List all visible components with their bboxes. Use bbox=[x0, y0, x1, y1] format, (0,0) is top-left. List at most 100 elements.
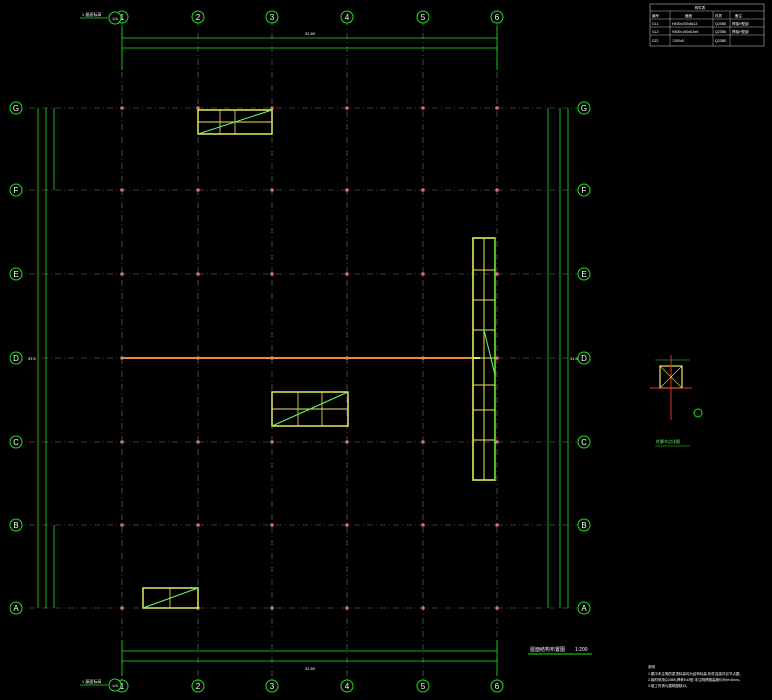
top-corner-ref: 1/A bbox=[112, 16, 118, 21]
legend-col-0: 编号 bbox=[652, 13, 660, 18]
axis-bubble-bottom-6-circle bbox=[490, 679, 504, 693]
grid-node bbox=[120, 523, 124, 527]
axis-bubble-right-E-label: E bbox=[581, 270, 586, 279]
legend-r0-c2: Q235B bbox=[715, 22, 727, 26]
axis-bubble-right-F-circle bbox=[577, 183, 591, 197]
axis-bubble-right-F-label: F bbox=[582, 186, 587, 195]
dim-total-top: 32.80 bbox=[305, 31, 316, 36]
grid-node bbox=[270, 272, 274, 276]
axis-bubble-top-6-label: 6 bbox=[495, 13, 500, 22]
notes-heading: 说明 bbox=[648, 664, 656, 669]
axis-bubble-right-C: C bbox=[577, 435, 591, 449]
dimension-frames bbox=[37, 26, 569, 676]
axis-bubble-left-E: E bbox=[9, 267, 23, 281]
bottom-corner-ref: 1/A bbox=[112, 683, 118, 688]
axis-bubble-right-E-circle bbox=[577, 267, 591, 281]
axis-bubble-right-B-label: B bbox=[581, 521, 586, 530]
axis-bubble-right-A: A bbox=[577, 601, 591, 615]
grid-node bbox=[345, 272, 349, 276]
grid-node bbox=[495, 188, 499, 192]
grid-node bbox=[270, 606, 274, 610]
axis-bubble-left-A-label: A bbox=[13, 604, 19, 613]
axis-bubble-top-4: 4 bbox=[340, 10, 354, 24]
grid-node bbox=[345, 606, 349, 610]
legend-r0-c0: GL1 bbox=[652, 22, 659, 26]
bottom-opening-box bbox=[142, 587, 199, 609]
grid-node bbox=[421, 440, 425, 444]
grid-node bbox=[270, 440, 274, 444]
axis-bubble-left-C-circle bbox=[9, 435, 23, 449]
dim-total-left: 31.5 bbox=[28, 356, 37, 361]
axis-bubble-top-3: 3 bbox=[265, 10, 279, 24]
legend-r0-c3: 焊接H型钢 bbox=[732, 21, 749, 26]
axis-bubble-right-G-circle bbox=[577, 101, 591, 115]
grid-node bbox=[421, 606, 425, 610]
axis-bubble-right-A-circle bbox=[577, 601, 591, 615]
axis-bubble-left-B: B bbox=[9, 518, 23, 532]
axis-bubble-right-G-label: G bbox=[581, 104, 587, 113]
grid-node bbox=[495, 106, 499, 110]
column-foot-detail: 柱脚节点详图 bbox=[650, 355, 703, 447]
axis-bubble-top-2-label: 2 bbox=[196, 13, 201, 22]
axis-bubble-left-E-circle bbox=[9, 267, 23, 281]
axis-bubble-left-D: D bbox=[9, 351, 23, 365]
axis-bubble-right-G: G bbox=[577, 101, 591, 115]
bottom-left-ref: 1 屋面标高 1/A bbox=[80, 678, 122, 692]
legend-col-1: 截面 bbox=[685, 13, 693, 18]
axis-bubble-top-4-circle bbox=[340, 10, 354, 24]
legend-col-3: 备注 bbox=[735, 13, 743, 18]
middle-opening-box bbox=[271, 391, 349, 427]
legend-col-2: 材质 bbox=[715, 13, 723, 18]
axis-bubble-right-D-circle bbox=[577, 351, 591, 365]
grid-lines bbox=[16, 20, 590, 690]
grid-node bbox=[270, 188, 274, 192]
axis-bubble-bottom-5-circle bbox=[416, 679, 430, 693]
legend-table: 构件表 编号 截面 材质 备注 GL1 H400x200x8x13 Q235B … bbox=[649, 3, 765, 47]
notes-line-1: 2.钢材采用Q235B,焊条E43型,未注明焊缝高度均为hf=6mm。 bbox=[648, 677, 742, 682]
plan-title-block: 屋面结构布置图 1:200 bbox=[528, 646, 592, 655]
axis-bubble-left-B-circle bbox=[9, 518, 23, 532]
grid-node bbox=[196, 523, 200, 527]
grid-node bbox=[495, 356, 499, 360]
grid-node bbox=[196, 272, 200, 276]
legend-r1-c2: Q235B bbox=[715, 30, 727, 34]
grid-node bbox=[495, 272, 499, 276]
axis-bubble-left-G-label: G bbox=[13, 104, 19, 113]
axis-bubble-bottom-5-label: 5 bbox=[421, 682, 426, 691]
legend-r0-c1: H400x200x8x13 bbox=[672, 22, 697, 26]
axis-bubble-top-3-label: 3 bbox=[270, 13, 275, 22]
grid-node bbox=[345, 106, 349, 110]
grid-node bbox=[495, 606, 499, 610]
axis-bubble-bottom-4-label: 4 bbox=[345, 682, 350, 691]
grid-node bbox=[196, 188, 200, 192]
axis-bubble-top-2-circle bbox=[191, 10, 205, 24]
axis-bubble-bottom-2: 2 bbox=[191, 679, 205, 693]
grid-node bbox=[270, 523, 274, 527]
grid-node bbox=[345, 440, 349, 444]
plan-title: 屋面结构布置图 bbox=[530, 646, 565, 653]
axis-bubble-bottom-3-label: 3 bbox=[270, 682, 275, 691]
top-ref-label: 1 屋面标高 bbox=[82, 11, 101, 17]
grid-node bbox=[421, 106, 425, 110]
axis-bubble-left-A: A bbox=[9, 601, 23, 615]
axis-bubble-right-C-label: C bbox=[581, 438, 587, 447]
row-axis-bubbles-right: G F E D C B A bbox=[577, 101, 591, 615]
grid-node bbox=[120, 440, 124, 444]
grid-node bbox=[421, 272, 425, 276]
axis-bubble-left-G-circle bbox=[9, 101, 23, 115]
axis-bubble-left-B-label: B bbox=[13, 521, 18, 530]
axis-bubble-bottom-4-circle bbox=[340, 679, 354, 693]
grid-node bbox=[345, 523, 349, 527]
axis-bubble-left-F-label: F bbox=[14, 186, 19, 195]
axis-bubble-bottom-1-label: 1 bbox=[120, 682, 125, 691]
legend-r2-c0: GZ1 bbox=[652, 39, 659, 43]
axis-bubble-right-D-label: D bbox=[581, 354, 587, 363]
legend-r1-c1: H300x150x6.5x9 bbox=[672, 30, 698, 34]
axis-bubble-top-1-label: 1 bbox=[120, 13, 125, 22]
legend-r2-c2: Q235B bbox=[715, 39, 727, 43]
grid-node bbox=[495, 523, 499, 527]
grid-node bbox=[495, 440, 499, 444]
legend-r1-c3: 焊接H型钢 bbox=[732, 29, 749, 34]
